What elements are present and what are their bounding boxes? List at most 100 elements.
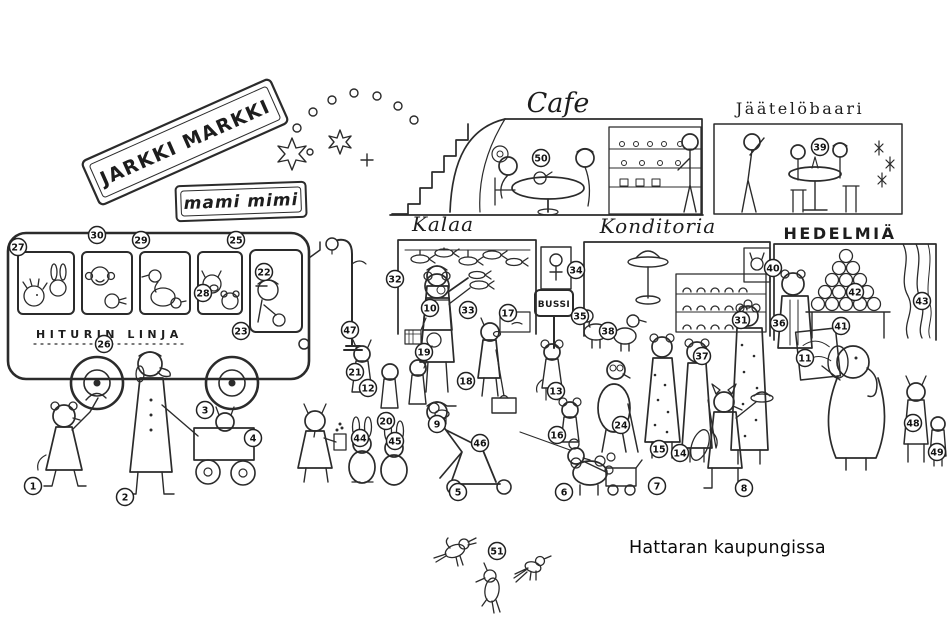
- bus-wheel: [69, 355, 125, 411]
- svg-text:43: 43: [915, 296, 928, 307]
- confectionery-shop: Konditoria: [583, 214, 771, 337]
- find-marker-28: 28: [193, 283, 213, 303]
- find-marker-32: 32: [385, 269, 405, 289]
- svg-text:26: 26: [97, 339, 111, 350]
- svg-text:38: 38: [601, 326, 615, 337]
- flower-decor: [874, 140, 895, 188]
- svg-text:1: 1: [30, 481, 37, 492]
- bus-driver: [255, 279, 286, 327]
- find-marker-37: 37: [692, 346, 712, 366]
- fish-shop: Kalaa: [397, 212, 537, 335]
- find-marker-23: 23: [231, 321, 251, 341]
- svg-text:50: 50: [534, 153, 548, 164]
- svg-text:3: 3: [202, 405, 209, 416]
- svg-text:17: 17: [501, 308, 514, 319]
- bus-stop-sign: BUSSI: [534, 289, 574, 349]
- find-marker-48: 48: [903, 413, 923, 433]
- svg-text:24: 24: [614, 420, 628, 431]
- find-marker-14: 14: [670, 443, 690, 463]
- svg-text:37: 37: [695, 351, 708, 362]
- cafe-table: [511, 176, 585, 200]
- passenger-duckling: [104, 293, 127, 309]
- find-marker-33: 33: [458, 300, 478, 320]
- sparkles: [277, 88, 419, 171]
- svg-text:45: 45: [388, 436, 401, 447]
- find-marker-8: 8: [734, 478, 754, 498]
- find-marker-4: 4: [243, 428, 263, 448]
- curtain: [902, 243, 932, 339]
- fruit-pyramid: [810, 248, 882, 312]
- passenger-girl: [84, 266, 116, 286]
- passenger-bear-cub: [220, 290, 240, 310]
- window-cat: [743, 247, 771, 283]
- svg-text:34: 34: [569, 265, 583, 276]
- mami-mimi-sign: mami mimi: [174, 180, 308, 223]
- pig-kid: [477, 317, 517, 414]
- find-marker-36: 36: [769, 313, 789, 333]
- svg-text:16: 16: [550, 430, 564, 441]
- svg-text:7: 7: [654, 481, 661, 492]
- find-marker-18: 18: [456, 371, 476, 391]
- poodle: [519, 431, 616, 496]
- bus-window: [197, 251, 243, 315]
- svg-text:8: 8: [741, 483, 748, 494]
- find-marker-15: 15: [649, 439, 669, 459]
- svg-text:46: 46: [473, 438, 487, 449]
- find-marker-12: 12: [358, 378, 378, 398]
- bus-windshield: [249, 249, 303, 333]
- goat-family: [903, 375, 947, 467]
- fruit-stall-sign-text: HEDELMIÄ: [784, 224, 897, 243]
- passenger-hedgehog: [22, 278, 48, 307]
- svg-text:23: 23: [234, 326, 247, 337]
- find-marker-38: 38: [598, 321, 618, 341]
- find-marker-29: 29: [131, 230, 151, 250]
- find-marker-22: 22: [254, 262, 274, 282]
- find-marker-6: 6: [554, 482, 574, 502]
- mami-mimi-text: mami mimi: [183, 190, 299, 214]
- icecream-table: [788, 166, 842, 182]
- svg-text:29: 29: [134, 235, 147, 246]
- svg-text:5: 5: [455, 487, 462, 498]
- star-icon: [328, 129, 352, 155]
- svg-text:48: 48: [906, 418, 920, 429]
- svg-text:6: 6: [561, 487, 568, 498]
- bus-line-text: HITURIN LINJA: [36, 328, 183, 341]
- find-marker-30: 30: [87, 225, 107, 245]
- find-marker-1: 1: [23, 476, 43, 496]
- bus-stop-sign-text: BUSSI: [538, 300, 571, 310]
- find-marker-43: 43: [912, 291, 932, 311]
- star-icon: [360, 153, 374, 167]
- find-marker-27: 27: [8, 237, 28, 257]
- bus-wheel: [204, 355, 260, 411]
- icecream-kid-right: [832, 142, 860, 213]
- svg-text:22: 22: [257, 267, 270, 278]
- fruit-vendor: [777, 269, 813, 349]
- cafe-stairs: [391, 123, 469, 215]
- goat-girl: [297, 403, 347, 483]
- bear-shopper: [404, 271, 495, 393]
- pastry-case: [675, 273, 767, 333]
- bus-window: [17, 251, 75, 315]
- street-lamp: [325, 237, 367, 351]
- find-marker-44: 44: [350, 428, 370, 448]
- svg-text:19: 19: [417, 347, 430, 358]
- svg-text:42: 42: [848, 287, 861, 298]
- svg-text:41: 41: [834, 321, 847, 332]
- find-marker-24: 24: [611, 415, 631, 435]
- birds: [433, 537, 552, 614]
- caption: Hattaran kaupungissa: [629, 538, 826, 558]
- dog-with-cart: [125, 351, 256, 495]
- svg-text:51: 51: [490, 546, 503, 557]
- bus-window: [139, 251, 191, 315]
- bird-woodpecker: [475, 562, 501, 614]
- find-marker-16: 16: [547, 425, 567, 445]
- poster: [540, 246, 572, 290]
- mouse-lady: [37, 392, 107, 487]
- svg-text:44: 44: [353, 433, 367, 444]
- find-marker-9: 9: [427, 414, 447, 434]
- find-marker-26: 26: [94, 334, 114, 354]
- find-marker-10: 10: [420, 298, 440, 318]
- cafe: Cafe: [389, 88, 704, 216]
